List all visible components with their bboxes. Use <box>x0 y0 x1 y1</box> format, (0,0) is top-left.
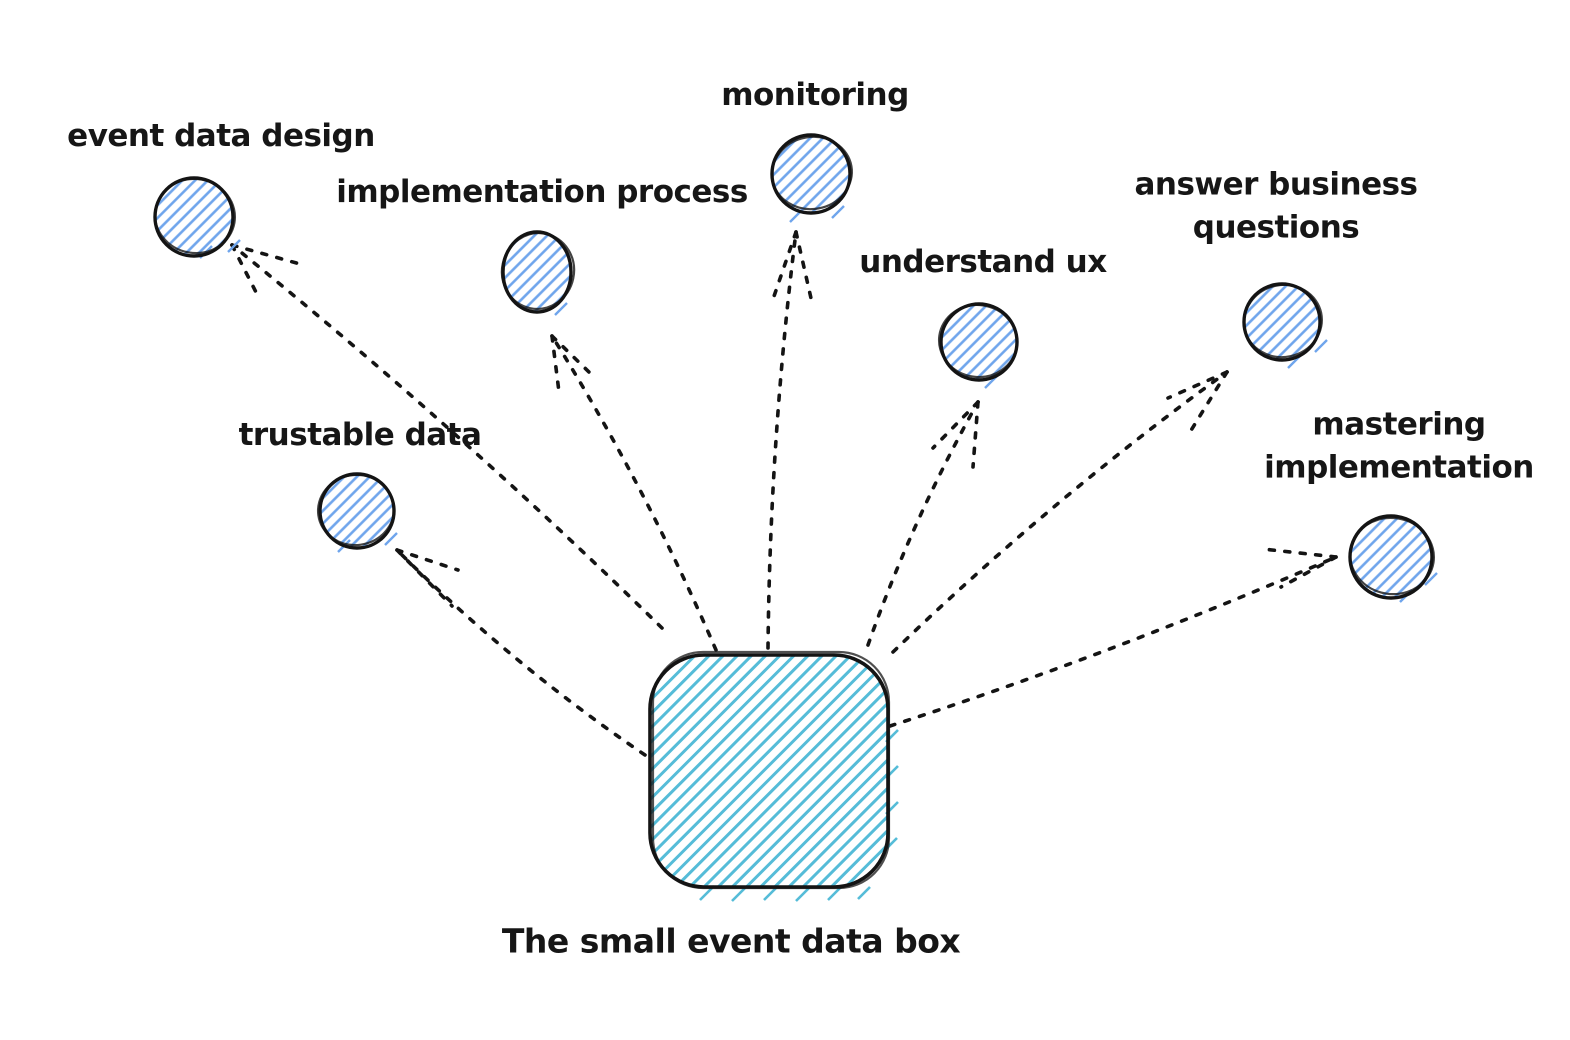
label-event-data-design: event data design <box>67 118 375 154</box>
label-trustable-data: trustable data <box>238 417 482 453</box>
arrow-to-implementation-process <box>550 334 718 652</box>
implementation-process-circle <box>500 230 576 316</box>
arrow-to-understand-ux <box>866 400 980 647</box>
small-event-data-box-shape <box>648 650 899 902</box>
arrow-to-monitoring <box>766 230 815 650</box>
label-answer-business-questions: answer business questions <box>1134 166 1418 246</box>
label-understand-ux: understand ux <box>859 244 1107 280</box>
answer-business-questions-circle <box>1242 282 1328 369</box>
arrow-to-trustable-data <box>395 548 647 757</box>
arrow-to-answer-business-questions <box>891 370 1229 654</box>
arrow-to-mastering-implementation <box>888 547 1338 728</box>
mastering-implementation-circle <box>1348 514 1438 603</box>
label-monitoring: monitoring <box>721 77 909 113</box>
understand-ux-circle <box>937 302 1019 389</box>
event-data-design-circle <box>153 176 241 259</box>
label-implementation-process: implementation process <box>336 174 748 210</box>
trustable-data-circle <box>316 472 398 553</box>
node-circles <box>153 133 1438 603</box>
label-mastering-implementation: mastering implementation <box>1264 406 1534 486</box>
label-small-event-data-box: The small event data box <box>501 921 961 961</box>
arrow-to-event-data-design <box>230 243 664 630</box>
monitoring-circle <box>770 133 853 223</box>
